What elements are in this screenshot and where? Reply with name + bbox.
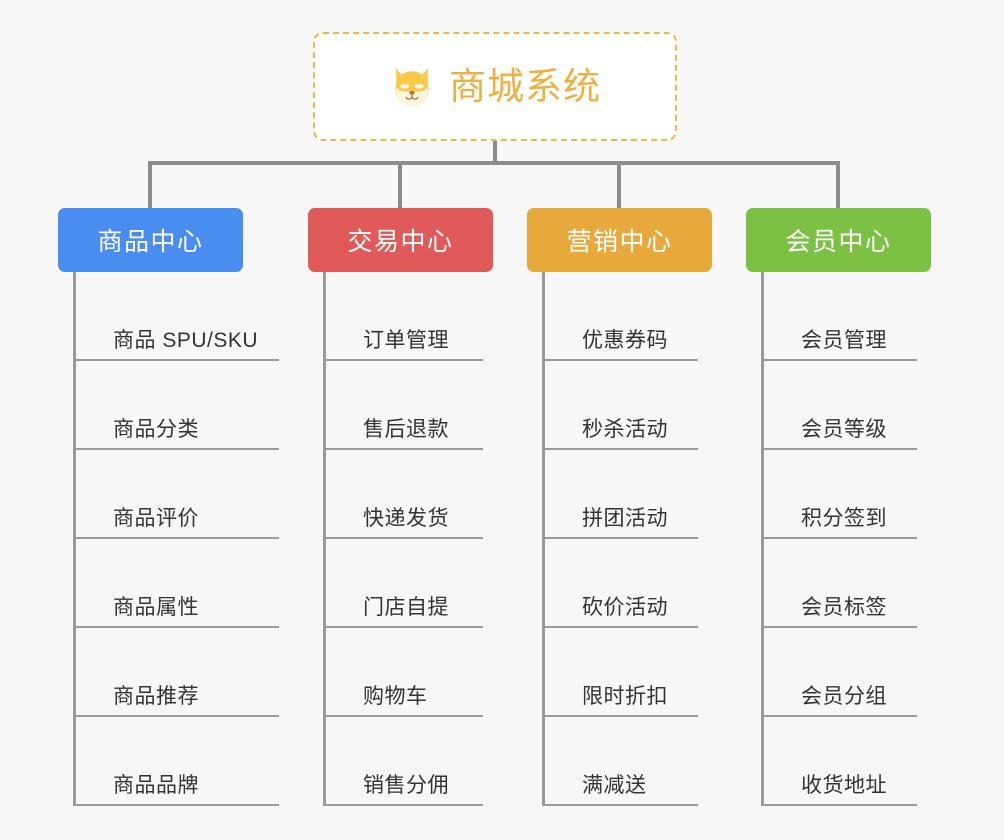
leaf-item[interactable]: 售后退款 xyxy=(323,361,503,450)
leaf-item[interactable]: 快递发货 xyxy=(323,450,503,539)
shiba-dog-icon xyxy=(395,67,429,106)
connector-drop-4 xyxy=(836,161,840,208)
leaf-item-underline xyxy=(323,626,483,628)
leaf-item-label: 限时折扣 xyxy=(582,685,668,708)
connector-drop-2 xyxy=(398,161,402,208)
leaf-item-underline xyxy=(542,537,698,539)
leaf-item[interactable]: 会员等级 xyxy=(761,361,937,450)
leaf-item[interactable]: 商品 SPU/SKU xyxy=(73,272,299,361)
leaf-item-underline xyxy=(323,715,483,717)
leaf-item-label: 快递发货 xyxy=(363,507,449,530)
leaf-spine xyxy=(323,272,326,806)
leaf-item[interactable]: 商品评价 xyxy=(73,450,299,539)
leaf-item-underline xyxy=(761,804,917,806)
leaf-item-underline xyxy=(73,804,279,806)
leaf-item[interactable]: 砍价活动 xyxy=(542,539,718,628)
category-label: 商品中心 xyxy=(97,228,204,256)
leaf-item-label: 商品评价 xyxy=(113,507,199,530)
leaf-item-label: 商品 SPU/SKU xyxy=(113,329,259,352)
leaf-item-label: 会员管理 xyxy=(801,329,887,352)
connector-drop-3 xyxy=(617,161,621,208)
leaf-item-underline xyxy=(73,537,279,539)
category-box-product-center[interactable]: 商品中心 xyxy=(58,208,243,272)
leaf-spine xyxy=(73,272,76,806)
leaf-item-underline xyxy=(73,715,279,717)
leaf-item-label: 积分签到 xyxy=(801,507,887,530)
leaf-item-label: 满减送 xyxy=(582,774,647,797)
leaf-item-label: 商品推荐 xyxy=(113,685,199,708)
leaf-item[interactable]: 限时折扣 xyxy=(542,628,718,717)
leaf-item-label: 销售分佣 xyxy=(363,774,449,797)
leaf-item[interactable]: 销售分佣 xyxy=(323,717,503,806)
leaf-item-label: 商品品牌 xyxy=(113,774,199,797)
leaf-item[interactable]: 会员管理 xyxy=(761,272,937,361)
leaf-item[interactable]: 优惠券码 xyxy=(542,272,718,361)
leaf-spine xyxy=(542,272,545,806)
leaf-item[interactable]: 购物车 xyxy=(323,628,503,717)
leaf-item-label: 砍价活动 xyxy=(582,596,668,619)
leaf-item[interactable]: 会员分组 xyxy=(761,628,937,717)
leaf-item-underline xyxy=(542,448,698,450)
connector-root-stem xyxy=(493,141,497,162)
leaf-item-underline xyxy=(73,448,279,450)
leaf-spine xyxy=(761,272,764,806)
leaf-item-underline xyxy=(323,537,483,539)
leaf-item[interactable]: 拼团活动 xyxy=(542,450,718,539)
leaf-item-underline xyxy=(761,448,917,450)
leaf-item-label: 拼团活动 xyxy=(582,507,668,530)
leaf-item-underline xyxy=(542,715,698,717)
leaf-item[interactable]: 商品属性 xyxy=(73,539,299,628)
leaf-item[interactable]: 积分签到 xyxy=(761,450,937,539)
leaf-item-label: 商品分类 xyxy=(113,418,199,441)
leaf-item-underline xyxy=(323,359,483,361)
leaf-item-underline xyxy=(542,626,698,628)
leaf-item-label: 优惠券码 xyxy=(582,329,668,352)
leaf-item-underline xyxy=(73,626,279,628)
leaf-item[interactable]: 商品推荐 xyxy=(73,628,299,717)
category-label: 营销中心 xyxy=(566,228,673,256)
leaf-item[interactable]: 商品品牌 xyxy=(73,717,299,806)
leaf-item-label: 购物车 xyxy=(363,685,428,708)
leaf-item[interactable]: 满减送 xyxy=(542,717,718,806)
category-box-member-center[interactable]: 会员中心 xyxy=(746,208,931,272)
leaf-item-label: 商品属性 xyxy=(113,596,199,619)
leaf-item[interactable]: 门店自提 xyxy=(323,539,503,628)
category-label: 会员中心 xyxy=(785,228,892,256)
leaf-item[interactable]: 秒杀活动 xyxy=(542,361,718,450)
leaf-item-underline xyxy=(761,626,917,628)
leaf-item-underline xyxy=(73,359,279,361)
leaf-item-label: 会员分组 xyxy=(801,685,887,708)
leaf-item-label: 售后退款 xyxy=(363,418,449,441)
connector-horizontal-bar xyxy=(148,161,840,165)
leaf-item-underline xyxy=(761,537,917,539)
root-node-title: 商城系统 xyxy=(449,66,601,107)
category-label: 交易中心 xyxy=(347,228,454,256)
leaf-item-label: 会员等级 xyxy=(801,418,887,441)
leaf-item-underline xyxy=(323,448,483,450)
leaf-item[interactable]: 会员标签 xyxy=(761,539,937,628)
connector-drop-1 xyxy=(148,161,152,208)
category-box-trade-center[interactable]: 交易中心 xyxy=(308,208,493,272)
leaf-item-label: 会员标签 xyxy=(801,596,887,619)
root-node-商城系统[interactable]: 商城系统 xyxy=(313,32,677,141)
leaf-item[interactable]: 收货地址 xyxy=(761,717,937,806)
leaf-item-label: 订单管理 xyxy=(363,329,449,352)
leaf-item-underline xyxy=(542,359,698,361)
leaf-item-label: 秒杀活动 xyxy=(582,418,668,441)
category-box-marketing-center[interactable]: 营销中心 xyxy=(527,208,712,272)
leaf-item-label: 收货地址 xyxy=(801,774,887,797)
leaf-item-underline xyxy=(323,804,483,806)
leaf-item-underline xyxy=(542,804,698,806)
leaf-item-label: 门店自提 xyxy=(363,596,449,619)
leaf-item-underline xyxy=(761,359,917,361)
leaf-item[interactable]: 商品分类 xyxy=(73,361,299,450)
leaf-item[interactable]: 订单管理 xyxy=(323,272,503,361)
leaf-item-underline xyxy=(761,715,917,717)
